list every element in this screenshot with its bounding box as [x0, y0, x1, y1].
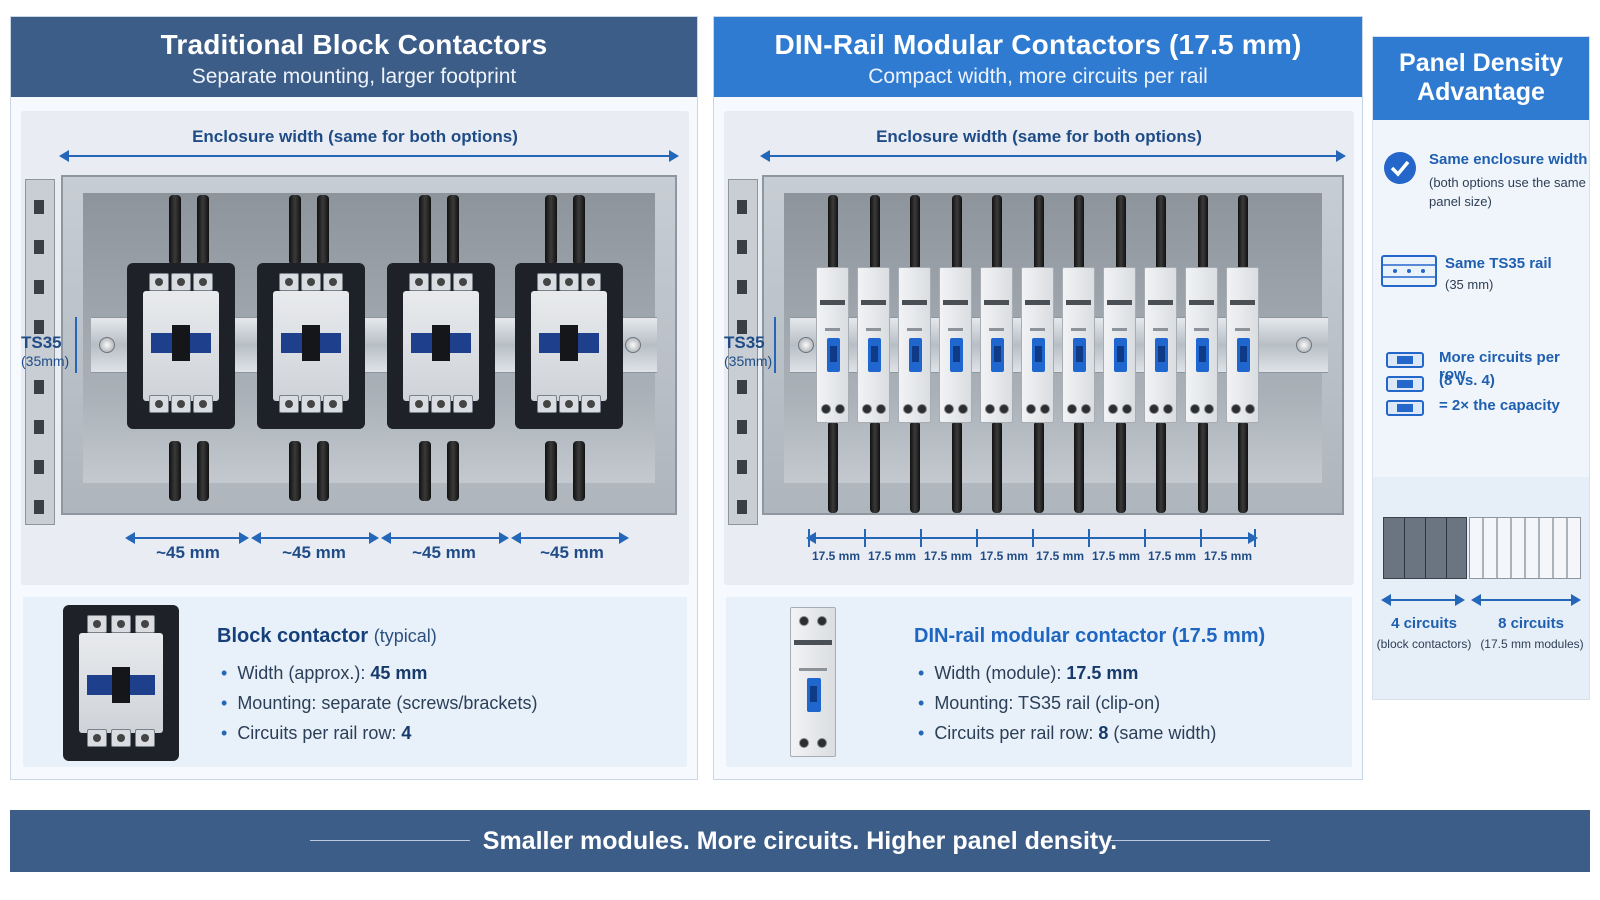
block-info-box: Block contactor (typical) Width (approx.… — [23, 597, 687, 767]
block-contactor — [257, 263, 365, 429]
capacity-text: = 2× the capacity — [1439, 397, 1560, 414]
same-rail-sub: (35 mm) — [1445, 277, 1494, 292]
compare-block-title: 4 circuits — [1391, 615, 1457, 632]
left-cabinet-area: Enclosure width (same for both options) … — [21, 111, 689, 585]
module-width-label: 17.5 mm — [1091, 549, 1141, 563]
modular-contactor — [857, 267, 890, 423]
ts35-dimension — [774, 317, 776, 373]
modular-contactor-photo — [790, 607, 836, 757]
compare-block-sub: (block contactors) — [1376, 637, 1472, 651]
density-advantage-sidebar: Panel Density Advantage Same enclosure w… — [1372, 36, 1590, 700]
modular-info-box: DIN-rail modular contactor (17.5 mm) Wid… — [726, 597, 1352, 767]
right-enclosure-dimension — [760, 150, 1346, 162]
left-ts35-label: TS35 (35mm) — [21, 333, 70, 369]
right-enclosure-label: Enclosure width (same for both options) — [876, 127, 1202, 146]
left-subtitle: Separate mounting, larger footprint — [191, 65, 517, 88]
block-width-dimension — [381, 532, 509, 544]
din-rail-icon — [1381, 255, 1437, 287]
modular-circuits-bullet: Circuits per rail row: 8 (same width) — [918, 723, 1216, 744]
module-width-label: 17.5 mm — [1147, 549, 1197, 563]
right-cabinet-area: Enclosure width (same for both options) … — [724, 111, 1354, 585]
modular-contactor — [1144, 267, 1177, 423]
right-side-rail — [728, 179, 758, 525]
footer-banner: Smaller modules. More circuits. Higher p… — [10, 810, 1590, 872]
modular-mounting-bullet: Mounting: TS35 rail (clip-on) — [918, 693, 1160, 714]
left-title: Traditional Block Contactors — [160, 29, 548, 60]
modular-contactor — [1103, 267, 1136, 423]
module-width-label: 17.5 mm — [923, 549, 973, 563]
block-width-label: ~45 mm — [156, 543, 220, 562]
more-circuits-sub: (8 vs. 4) — [1439, 372, 1495, 389]
module-width-label: 17.5 mm — [979, 549, 1029, 563]
rail-screw-icon — [798, 337, 814, 353]
module-width-label: 17.5 mm — [1203, 549, 1253, 563]
rail-screw-icon — [625, 337, 641, 353]
sidebar-title: Panel Density Advantage — [1373, 37, 1589, 120]
modular-contactor — [980, 267, 1013, 423]
block-contactor — [387, 263, 495, 429]
same-enclosure-sub: (both options use the same panel size) — [1429, 175, 1586, 209]
block-width-label: ~45 mm — [540, 543, 604, 562]
block-contactor — [515, 263, 623, 429]
block-contactor — [127, 263, 235, 429]
block-width-dimension — [251, 532, 379, 544]
module-width-label: 17.5 mm — [1035, 549, 1085, 563]
modular-contactor — [939, 267, 972, 423]
compare-modular-title: 8 circuits — [1498, 615, 1564, 632]
compare-modular-sub: (17.5 mm modules) — [1480, 637, 1584, 651]
block-width-label: ~45 mm — [282, 543, 346, 562]
ts35-dimension — [75, 317, 77, 373]
left-enclosure-label: Enclosure width (same for both options) — [192, 127, 518, 146]
check-circle-icon — [1384, 152, 1416, 184]
block-width-bullet: Width (approx.): 45 mm — [221, 663, 427, 684]
modular-contactor — [816, 267, 849, 423]
left-side-rail — [25, 179, 55, 525]
block-mounting-bullet: Mounting: separate (screws/brackets) — [221, 693, 537, 714]
modular-contactor — [1185, 267, 1218, 423]
block-group-graphic — [1383, 517, 1467, 579]
modular-info-title: DIN-rail modular contactor (17.5 mm) — [914, 625, 1266, 647]
modular-contactor — [1226, 267, 1259, 423]
block-info-title: Block contactor (typical) — [217, 625, 437, 647]
modular-contactor-panel: DIN-Rail Modular Contactors (17.5 mm) Co… — [713, 16, 1363, 780]
modular-contactor — [898, 267, 931, 423]
block-width-dimension — [511, 532, 629, 544]
block-width-dimension — [125, 532, 249, 544]
right-panel-header: DIN-Rail Modular Contactors (17.5 mm) Co… — [714, 17, 1362, 97]
block-width-label: ~45 mm — [412, 543, 476, 562]
modular-width-bullet: Width (module): 17.5 mm — [918, 663, 1138, 684]
right-ts35-label: TS35 (35mm) — [724, 333, 773, 369]
module-width-label: 17.5 mm — [811, 549, 861, 563]
more-circuits-title: More circuits per row — [1439, 349, 1560, 383]
modular-group-graphic — [1469, 517, 1581, 579]
block-contactor-photo — [63, 605, 179, 761]
footer-tagline: Smaller modules. More circuits. Higher p… — [482, 827, 1118, 855]
block-circuits-bullet: Circuits per rail row: 4 — [221, 723, 411, 744]
right-title: DIN-Rail Modular Contactors (17.5 mm) — [774, 29, 1302, 60]
rail-screw-icon — [1296, 337, 1312, 353]
left-panel-header: Traditional Block Contactors Separate mo… — [11, 17, 697, 97]
modular-contactor — [1062, 267, 1095, 423]
right-subtitle: Compact width, more circuits per rail — [868, 65, 1208, 88]
modular-contactor — [1021, 267, 1054, 423]
left-enclosure-dimension — [59, 150, 679, 162]
module-width-label: 17.5 mm — [867, 549, 917, 563]
same-enclosure-title: Same enclosure width — [1429, 151, 1588, 168]
block-contactor-panel: Traditional Block Contactors Separate mo… — [10, 16, 698, 780]
rail-screw-icon — [99, 337, 115, 353]
stacked-modules-icon — [1386, 352, 1424, 416]
comparison-graphic: 4 circuits (block contactors) 8 circuits… — [1373, 477, 1589, 699]
same-rail-title: Same TS35 rail — [1445, 255, 1552, 272]
